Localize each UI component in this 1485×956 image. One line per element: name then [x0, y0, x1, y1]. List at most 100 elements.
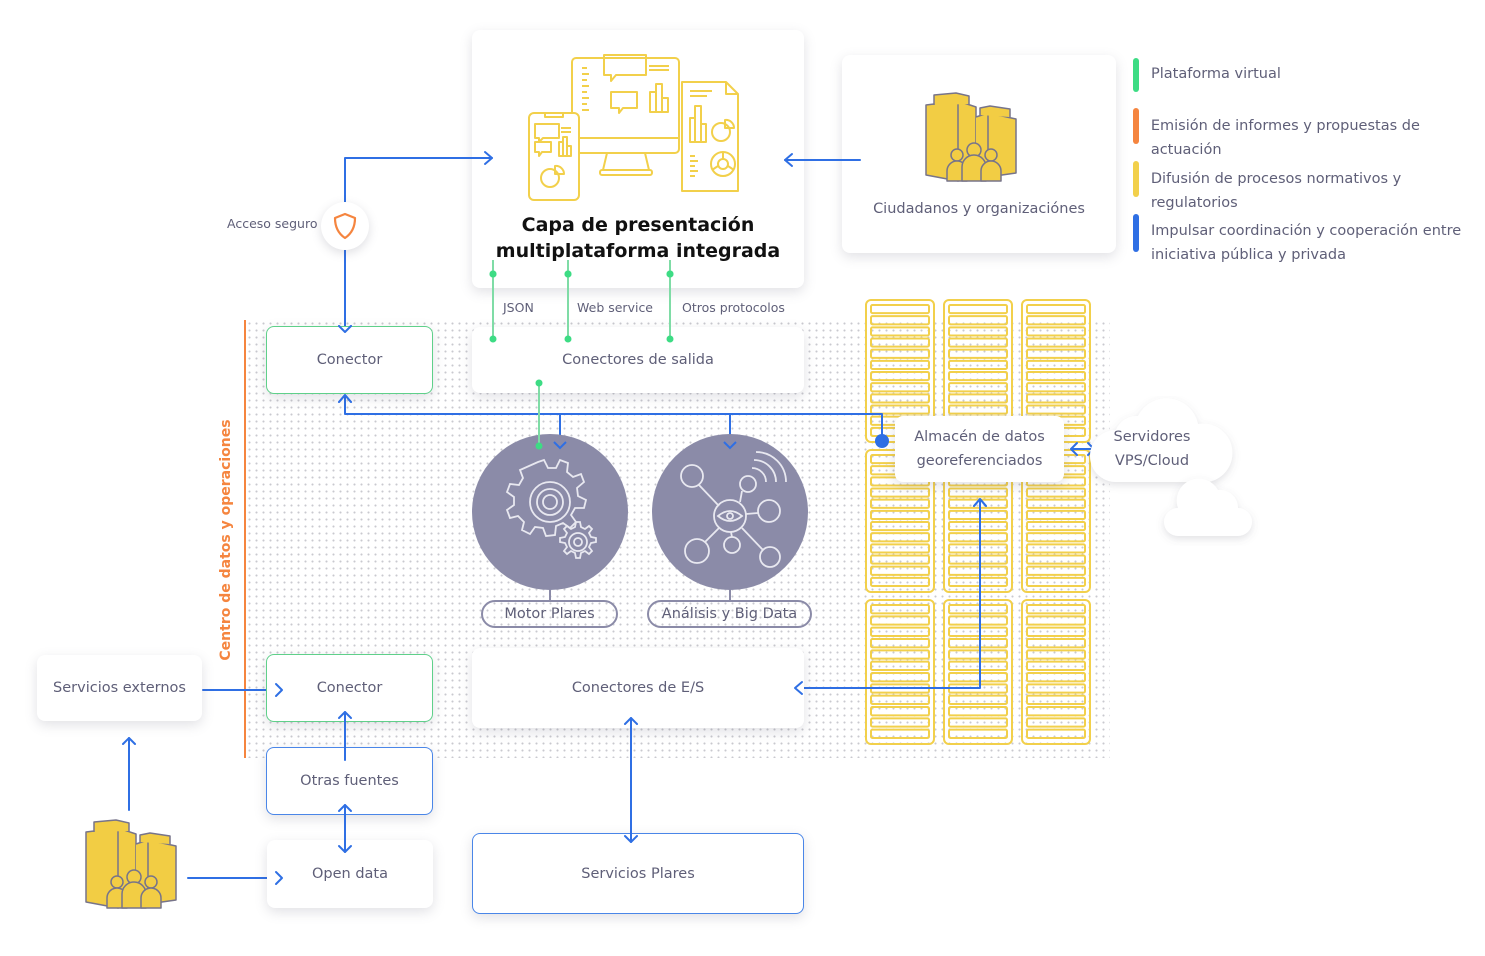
server-unit [948, 615, 1008, 626]
legend-color-orange [1133, 108, 1139, 144]
server-unit [948, 672, 1008, 683]
server-unit [948, 359, 1008, 371]
legend-item-virtual-platform: Plataforma virtual [1133, 58, 1281, 92]
shield-icon [333, 212, 357, 240]
legend-item-regulatory: Difusión de procesos normativos y regula… [1133, 161, 1485, 215]
server-unit [870, 649, 930, 660]
server-unit [870, 315, 930, 326]
server-unit [870, 706, 930, 717]
server-unit [948, 393, 1008, 404]
legend-color-green [1133, 58, 1139, 92]
server-unit [1026, 543, 1086, 554]
server-unit [1026, 672, 1086, 683]
external-services-card[interactable]: Servicios externos [37, 655, 202, 721]
server-unit [870, 576, 930, 588]
io-connectors-label: Conectores de E/S [571, 680, 705, 696]
io-connectors-card[interactable]: Conectores de E/S [472, 648, 804, 728]
citizens-organizations-card[interactable]: Ciudadanos y organizaciónes [842, 55, 1116, 253]
server-unit [1026, 565, 1086, 576]
server-unit [870, 521, 930, 532]
presentation-layer-title: Capa de presentación multiplataforma int… [472, 212, 804, 264]
server-unit [870, 717, 930, 728]
analytics-pill[interactable]: Análisis y Big Data [647, 600, 812, 628]
arrow-secure-to-presentation [344, 157, 493, 203]
server-unit [948, 521, 1008, 532]
analytics-circle[interactable] [652, 434, 808, 590]
server-unit [1026, 694, 1086, 705]
connector-bottom-card[interactable]: Conector [266, 654, 433, 722]
server-unit [1026, 326, 1086, 337]
connector-label: Conector [316, 680, 383, 696]
server-unit [870, 543, 930, 554]
legend-label: Difusión de procesos normativos y regula… [1150, 171, 1402, 211]
servers-line2: VPS/Cloud [1114, 453, 1190, 469]
server-unit [1026, 626, 1086, 637]
server-unit [948, 315, 1008, 326]
server-unit [948, 576, 1008, 588]
server-unit [870, 348, 930, 359]
server-unit [948, 404, 1008, 415]
server-unit [948, 604, 1008, 615]
open-data-card[interactable]: Open data [267, 840, 433, 908]
servers-label[interactable]: Servidores VPS/Cloud [1100, 425, 1204, 473]
plares-services-card[interactable]: Servicios Plares [472, 833, 804, 914]
external-services-label: Servicios externos [53, 680, 186, 696]
engine-label: Motor Plares [504, 606, 595, 622]
output-connectors-card[interactable]: Conectores de salida [472, 327, 804, 393]
server-unit [948, 337, 1008, 348]
server-unit [948, 348, 1008, 359]
server-unit [1026, 348, 1086, 359]
server-unit [1026, 728, 1086, 739]
server-unit [948, 717, 1008, 728]
title-line-1: Capa de presentación [521, 214, 755, 236]
server-unit [1026, 532, 1086, 543]
server-unit [870, 304, 930, 315]
gears-icon [505, 458, 597, 559]
citizens-label: Ciudadanos y organizaciónes [873, 201, 1085, 217]
server-unit [870, 554, 930, 565]
buildings-people-icon [925, 92, 1017, 182]
buildings-people-icon [85, 819, 177, 909]
connector-top-card[interactable]: Conector [266, 326, 433, 394]
server-unit [1026, 521, 1086, 532]
server-unit [870, 326, 930, 337]
server-unit [870, 337, 930, 348]
other-sources-card[interactable]: Otras fuentes [266, 747, 433, 815]
server-unit [1026, 615, 1086, 626]
presentation-layer-card[interactable]: Capa de presentación multiplataforma int… [472, 30, 804, 288]
engine-circle[interactable] [472, 434, 628, 590]
legend-label: Emisión de informes y propuestas de actu… [1150, 118, 1420, 158]
legend-color-yellow [1133, 161, 1139, 197]
geo-data-store-card[interactable]: Almacén de datos georeferenciados [895, 416, 1064, 482]
server-unit [1026, 638, 1086, 649]
server-unit [870, 487, 930, 498]
server-unit [1026, 509, 1086, 520]
protocol-json: JSON [503, 300, 534, 315]
server-unit [870, 498, 930, 509]
server-unit [1026, 404, 1086, 415]
server-unit [948, 543, 1008, 554]
engine-pill[interactable]: Motor Plares [481, 600, 618, 628]
server-rack [1021, 599, 1091, 745]
connector-label: Conector [316, 352, 383, 368]
server-unit [1026, 717, 1086, 728]
server-unit [948, 509, 1008, 520]
server-unit [948, 326, 1008, 337]
server-unit [1026, 382, 1086, 393]
server-unit [948, 638, 1008, 649]
server-unit [948, 728, 1008, 739]
server-unit [948, 660, 1008, 671]
server-unit [948, 649, 1008, 660]
output-connectors-label: Conectores de salida [562, 352, 714, 368]
store-label-line2: georeferenciados [916, 453, 1043, 469]
servers-line1: Servidores [1113, 429, 1191, 445]
server-unit [1026, 393, 1086, 404]
server-unit [948, 694, 1008, 705]
secure-access-button[interactable] [321, 202, 369, 250]
server-unit [1026, 576, 1086, 588]
data-center-boundary [244, 320, 246, 758]
server-unit [870, 728, 930, 739]
cloud-icon [1090, 398, 1252, 536]
server-unit [1026, 359, 1086, 371]
server-unit [1026, 604, 1086, 615]
